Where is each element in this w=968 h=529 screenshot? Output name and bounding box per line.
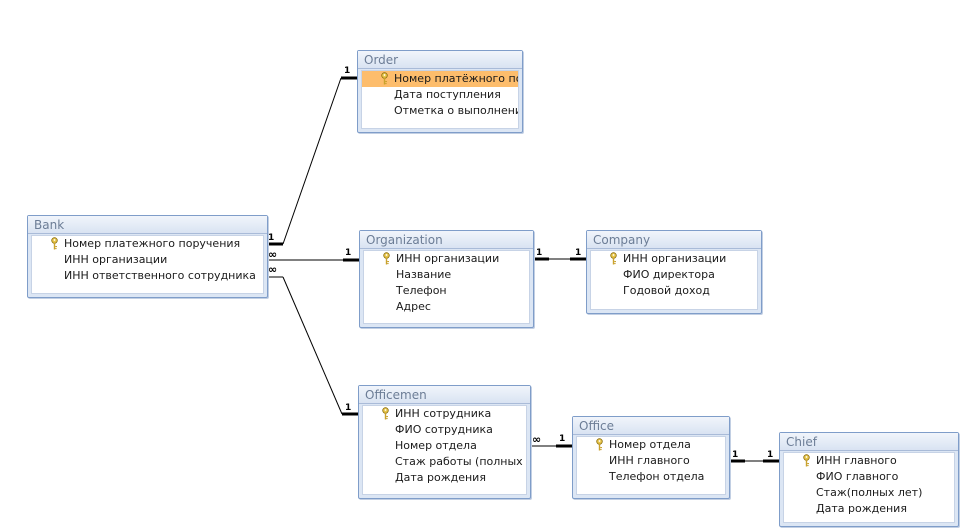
cardinality-bank-officemen-from: ∞: [268, 263, 277, 276]
table-organization[interactable]: Organization ИНН организации Название Те…: [359, 230, 534, 328]
relationship-bank-order[interactable]: [267, 76, 357, 246]
field-name: Телефон: [396, 284, 447, 297]
field-row[interactable]: Дата рождения: [784, 501, 954, 517]
cardinality-officemen-office-to: 1: [559, 434, 566, 444]
field-list[interactable]: Номер платежного поручения ИНН организац…: [31, 235, 264, 294]
table-title[interactable]: Bank: [28, 216, 267, 234]
field-name: ФИО директора: [623, 268, 715, 281]
field-name: Адрес: [396, 300, 431, 313]
table-title[interactable]: Chief: [780, 433, 958, 451]
cardinality-organization-company-from: 1: [536, 248, 543, 258]
field-name: Годовой доход: [623, 284, 710, 297]
field-list[interactable]: ИНН организации Название Телефон Адрес: [363, 250, 530, 324]
cardinality-office-chief-to: 1: [767, 450, 774, 460]
field-row[interactable]: ИНН главного: [577, 453, 725, 469]
cardinality-office-chief-from: 1: [732, 450, 739, 460]
field-row[interactable]: ИНН организации: [364, 251, 529, 267]
cardinality-bank-organization-from: ∞: [268, 248, 277, 261]
field-name: ИНН организации: [623, 252, 727, 265]
field-name: Стаж(полных лет): [816, 486, 923, 499]
relationship-bank-officemen[interactable]: [267, 276, 358, 416]
cardinality-bank-officemen-to: 1: [345, 403, 352, 413]
field-name: Название: [396, 268, 452, 281]
field-row[interactable]: Отметка о выполнении: [362, 103, 518, 119]
field-name: Номер платежного поручения: [64, 237, 241, 250]
table-title[interactable]: Order: [358, 51, 522, 69]
field-row[interactable]: Номер платежного поручения: [32, 236, 263, 252]
table-officemen[interactable]: Officemen ИНН сотрудника ФИО сотрудника …: [358, 385, 531, 499]
table-title[interactable]: Company: [587, 231, 761, 249]
table-title[interactable]: Organization: [360, 231, 533, 249]
field-row[interactable]: Телефон отдела: [577, 469, 725, 485]
field-row[interactable]: Стаж(полных лет): [784, 485, 954, 501]
field-name: Номер платёжного пор: [394, 72, 518, 85]
field-name: Номер отдела: [609, 438, 691, 451]
primary-key-icon: [610, 252, 617, 265]
table-bank[interactable]: Bank Номер платежного поручения ИНН орга…: [27, 215, 268, 298]
table-office[interactable]: Office Номер отдела ИНН главного Телефон…: [572, 416, 730, 499]
field-list[interactable]: ИНН организации ФИО директора Годовой до…: [590, 250, 758, 310]
cardinality-organization-company-to: 1: [575, 248, 582, 258]
primary-key-icon: [383, 252, 390, 265]
primary-key-icon: [51, 237, 58, 250]
field-row[interactable]: Дата поступления: [362, 87, 518, 103]
field-name: Отметка о выполнении: [394, 104, 518, 117]
cardinality-officemen-office-from: ∞: [532, 433, 541, 446]
cardinality-bank-order-to: 1: [344, 66, 351, 76]
primary-key-icon: [803, 454, 810, 467]
field-row[interactable]: Номер отдела: [577, 437, 725, 453]
field-row[interactable]: ИНН организации: [591, 251, 757, 267]
field-list[interactable]: Номер платёжного пор Дата поступления От…: [361, 70, 519, 129]
field-name: ИНН сотрудника: [395, 407, 492, 420]
field-row[interactable]: Стаж работы (полных лет: [363, 454, 526, 470]
field-row[interactable]: Годовой доход: [591, 283, 757, 299]
cardinality-bank-order-from: 1: [268, 233, 275, 243]
field-row[interactable]: Номер отдела: [363, 438, 526, 454]
field-name: ФИО сотрудника: [395, 423, 493, 436]
field-row[interactable]: Адрес: [364, 299, 529, 315]
primary-key-icon: [596, 438, 603, 451]
table-title[interactable]: Officemen: [359, 386, 530, 404]
table-chief[interactable]: Chief ИНН главного ФИО главного Стаж(пол…: [779, 432, 959, 527]
field-list[interactable]: Номер отдела ИНН главного Телефон отдела: [576, 436, 726, 495]
primary-key-icon: [381, 72, 388, 85]
field-name: Дата поступления: [394, 88, 501, 101]
field-row[interactable]: ФИО сотрудника: [363, 422, 526, 438]
field-row[interactable]: Дата рождения: [363, 470, 526, 486]
field-name: Дата рождения: [395, 471, 486, 484]
field-row[interactable]: Название: [364, 267, 529, 283]
field-name: Дата рождения: [816, 502, 907, 515]
field-row[interactable]: Номер платёжного пор: [362, 71, 518, 87]
field-row[interactable]: Телефон: [364, 283, 529, 299]
field-row[interactable]: ФИО директора: [591, 267, 757, 283]
field-name: ИНН ответственного сотрудника: [64, 269, 256, 282]
field-name: ФИО главного: [816, 470, 899, 483]
field-row[interactable]: ИНН организации: [32, 252, 263, 268]
table-company[interactable]: Company ИНН организации ФИО директора Го…: [586, 230, 762, 314]
field-name: ИНН главного: [816, 454, 897, 467]
field-list[interactable]: ИНН главного ФИО главного Стаж(полных ле…: [783, 452, 955, 523]
primary-key-icon: [382, 407, 389, 420]
field-row[interactable]: ФИО главного: [784, 469, 954, 485]
field-list[interactable]: ИНН сотрудника ФИО сотрудника Номер отде…: [362, 405, 527, 495]
field-row[interactable]: ИНН ответственного сотрудника: [32, 268, 263, 284]
field-row[interactable]: ИНН главного: [784, 453, 954, 469]
field-name: ИНН организации: [64, 253, 168, 266]
field-name: ИНН организации: [396, 252, 500, 265]
field-name: Номер отдела: [395, 439, 477, 452]
table-title[interactable]: Office: [573, 417, 729, 435]
table-order[interactable]: Order Номер платёжного пор Дата поступле…: [357, 50, 523, 133]
cardinality-bank-organization-to: 1: [345, 248, 352, 258]
field-name: Телефон отдела: [609, 470, 705, 483]
field-name: Стаж работы (полных лет: [395, 455, 526, 468]
field-row[interactable]: ИНН сотрудника: [363, 406, 526, 422]
field-name: ИНН главного: [609, 454, 690, 467]
